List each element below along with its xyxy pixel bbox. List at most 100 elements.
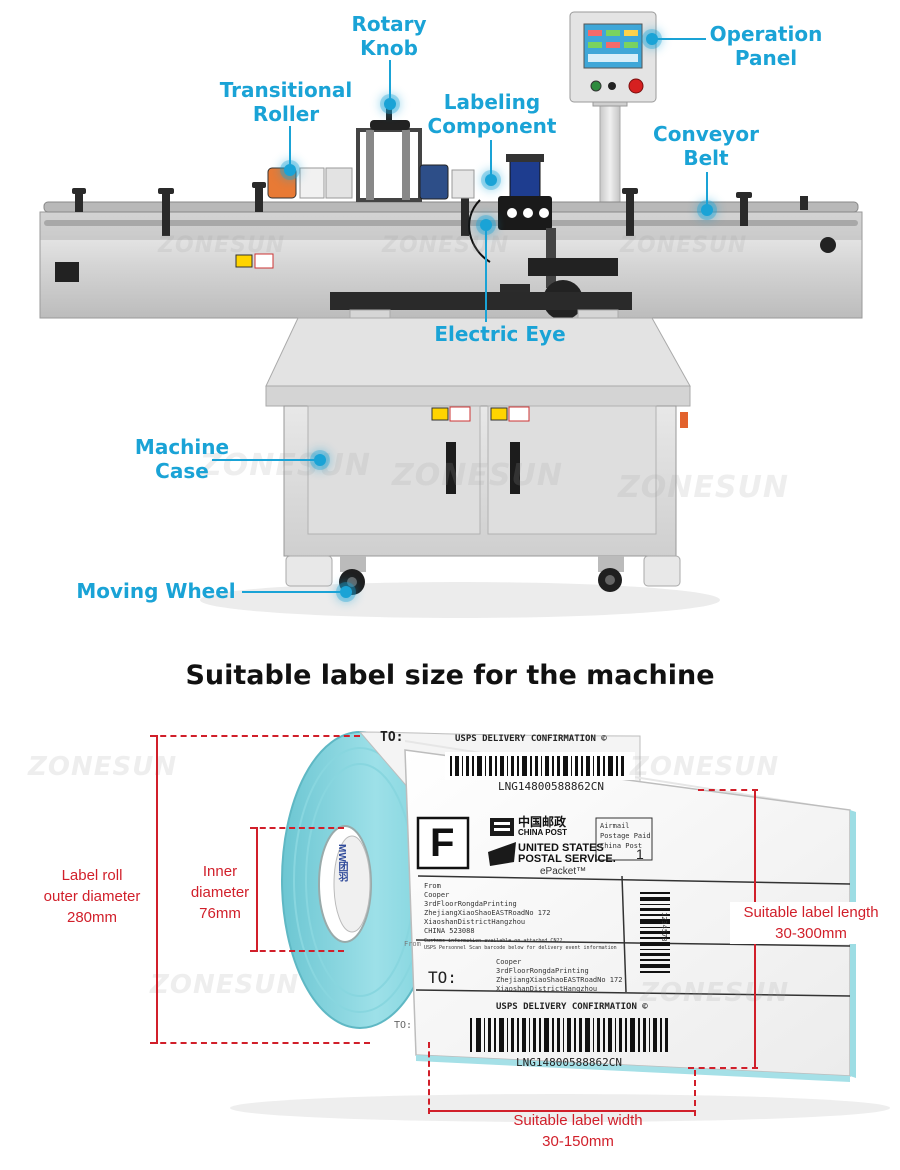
inner-diameter-bar <box>256 827 258 952</box>
moving-wheels <box>339 556 624 595</box>
roll-side-to: TO: <box>394 1020 413 1031</box>
bottom-tracking-number: LNG14800588862CN <box>516 1056 622 1069</box>
to-label: TO: <box>428 968 457 987</box>
machine-case-leader <box>212 459 318 461</box>
guide-posts <box>72 182 808 236</box>
moving-wheel-label: Moving Wheel <box>76 579 236 603</box>
rotary-knob-marker <box>384 98 396 110</box>
labeling-component-marker <box>485 174 497 186</box>
green-button <box>590 80 602 92</box>
electric-eye-label: Electric Eye <box>434 322 566 346</box>
label-roll-illustration <box>230 731 890 1122</box>
vertical-barcode <box>640 892 670 973</box>
machine-case-marker <box>314 454 326 466</box>
label-width-label: Suitable label width 30-150mm <box>513 1112 643 1150</box>
customs-note: Customs information available on attache… <box>424 938 617 952</box>
label-length-bottom-guide <box>688 1067 758 1069</box>
conveyor-belt-leader <box>706 172 708 208</box>
customs-line-2: USPS Personnel Scan barcode below for de… <box>424 945 617 951</box>
labeling-component-leader <box>490 140 492 176</box>
machine-case-label: Machine Case <box>134 435 230 483</box>
watermark: ZONESUN <box>382 233 510 258</box>
label-width-left-guide <box>428 1042 430 1114</box>
to-line: 3rdFloorRongdaPrinting <box>496 967 589 975</box>
from-label: From <box>424 882 441 890</box>
airmail-line-3: China Post <box>600 842 643 850</box>
blue-cylinder <box>509 157 541 203</box>
usps-name-line-1: UNITED STATES <box>518 842 604 854</box>
watermark: ZONESUN <box>392 458 563 493</box>
top-usps-banner: USPS DELIVERY CONFIRMATION © <box>455 734 607 744</box>
watermark: ZONESUN <box>158 233 286 258</box>
rotary-knob-label: Rotary Knob <box>351 12 427 60</box>
rotary-knob <box>370 120 410 130</box>
bottom-barcode <box>470 1018 668 1052</box>
watermark: ZONESUN <box>630 752 780 782</box>
label-length-label: Suitable label length 30-300mm <box>730 902 892 944</box>
side-code: 1234578 <box>660 912 668 942</box>
china-post-logo <box>490 818 514 836</box>
label-width-bar <box>428 1110 696 1112</box>
watermark: ZONESUN <box>620 233 748 258</box>
from-line: XiaoshanDistrictHangzhou <box>424 918 526 926</box>
operation-panel-label: Operation Panel <box>709 22 823 70</box>
airmail-line-1: Airmail <box>600 822 630 830</box>
to-line: ZhejiangXiaoShaoEASTRoadNo 172 <box>496 976 623 984</box>
emergency-stop <box>628 78 644 94</box>
electric-eye-leader <box>485 226 487 322</box>
right-door-handle <box>510 442 520 494</box>
top-label-barcode <box>445 752 635 780</box>
outer-diameter-bottom-guide <box>150 1042 370 1044</box>
airmail-line-2: Postage Paid <box>600 832 651 840</box>
core-brand-text: MW团羽 <box>336 844 347 882</box>
epacket-text: ePacket™ <box>540 866 587 877</box>
china-post-chinese: 中国邮政 <box>518 815 567 829</box>
inner-diameter-bottom-guide <box>250 950 344 952</box>
to-line: Cooper <box>496 958 522 966</box>
section-title: Suitable label size for the machine <box>185 660 715 691</box>
moving-wheel-leader <box>242 591 342 593</box>
top-tracking-number: LNG14800588862CN <box>498 780 604 793</box>
label-size-section: Suitable label size for the machine <box>0 640 900 1170</box>
outer-diameter-top-guide <box>150 735 360 737</box>
to-block: Cooper 3rdFloorRongdaPrinting ZhejiangXi… <box>496 958 622 994</box>
from-line: CHINA 523088 <box>424 927 475 935</box>
panel-post <box>599 99 621 211</box>
outer-diameter-label: Label roll outer diameter 280mm <box>43 867 141 926</box>
watermark: ZONESUN <box>618 470 789 505</box>
transitional-roller-marker <box>284 164 296 176</box>
bottom-usps-banner: USPS DELIVERY CONFIRMATION © <box>496 1002 648 1012</box>
china-post-english: CHINA POST <box>518 828 568 837</box>
watermark: ZONESUN <box>200 448 371 483</box>
label-width-right-guide <box>694 1070 696 1116</box>
to-line: XiaoshanDistrictHangzhou <box>496 985 598 993</box>
operation-panel-leader <box>656 38 706 40</box>
operation-panel-marker <box>646 33 658 45</box>
usps-name-line-2: POSTAL SERVICE. <box>518 853 616 865</box>
roll-side-from: From <box>404 940 421 948</box>
labeling-component-label: Labeling Component <box>427 90 557 138</box>
left-door-handle <box>446 442 456 494</box>
power-switch <box>608 82 616 90</box>
watermark: ZONESUN <box>640 978 790 1008</box>
airmail-box <box>595 817 653 861</box>
label-length-top-guide <box>698 789 758 791</box>
conveyor-belt-marker <box>701 204 713 216</box>
airmail-text: Airmail Postage Paid China Post <box>600 821 651 851</box>
conveyor-belt-label: Conveyor Belt <box>653 122 759 170</box>
top-to-label: TO: <box>380 730 404 745</box>
transitional-roller-label: Transitional Roller <box>219 78 353 126</box>
from-line: ZhejiangXiaoShaoEASTRoadNo 172 <box>424 909 551 917</box>
machine-photo-section: ZONESUN ZONESUN ZONESUN ZONESUN ZONESUN … <box>39 11 863 618</box>
watermark: ZONESUN <box>28 752 178 782</box>
inner-diameter-label: Inner diameter 76mm <box>190 863 250 922</box>
from-line: 3rdFloorRongdaPrinting <box>424 900 517 908</box>
floor-shadow <box>200 582 720 618</box>
customs-line-1: Customs information available on attache… <box>424 938 566 944</box>
f-mark: F <box>430 821 455 865</box>
transitional-roller-leader <box>289 126 291 166</box>
quantity-number: 1 <box>636 846 644 862</box>
watermark: ZONESUN <box>150 970 300 1000</box>
from-block: From Cooper 3rdFloorRongdaPrinting Zheji… <box>424 882 550 936</box>
moving-wheel-marker <box>340 586 352 598</box>
